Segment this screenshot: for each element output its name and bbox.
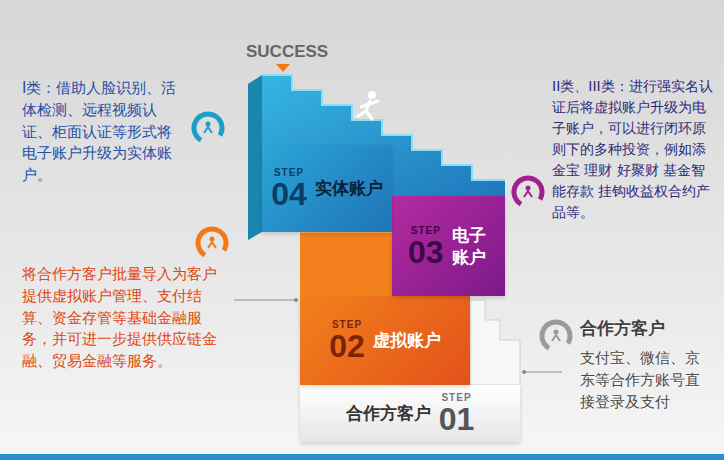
person-body [208, 242, 216, 248]
step-number: 01 [439, 403, 475, 435]
step-tag: STEP [408, 225, 444, 236]
step-number: 03 [408, 236, 444, 269]
callout-text: 将合作方客户批量导入为客户提供虚拟账户管理、支付结算、资金存管等基础金融服务，并… [22, 264, 227, 373]
side-face [248, 75, 262, 240]
step-block: STEP04 实体账户 [262, 145, 392, 232]
person-body [204, 127, 212, 133]
success-label: SUCCESS [246, 42, 328, 62]
runner-figure [358, 91, 378, 119]
ring [193, 224, 231, 262]
step-tag: STEP [271, 167, 307, 178]
step-tag: STEP [329, 319, 365, 330]
callout-text: II类、III类：进行强实名认证后将虚拟账户升级为电子账户，可以进行闭环原则下的… [552, 76, 716, 223]
runner-head [368, 91, 376, 99]
leader-dot [294, 298, 298, 302]
step-number: 04 [271, 178, 307, 210]
person-body [552, 335, 560, 341]
step-title: 虚拟账户 [373, 329, 441, 351]
step-block: STEP03电子 账户 [392, 196, 505, 296]
step-title: 电子 账户 [452, 224, 489, 268]
step-title: 合作方客户 [346, 402, 431, 424]
runner-leg [358, 111, 366, 116]
stair-block [470, 300, 520, 385]
callout-text: I类：借助人脸识别、活体检测、远程视频认证、柜面认证等形式将电子账户升级为实体账… [22, 78, 184, 187]
stair-block [300, 232, 392, 296]
leader-dot [522, 370, 526, 374]
step-title: 实体账户 [315, 177, 383, 199]
step-block: 合作方客户 STEP01 [300, 385, 520, 442]
bottom-bar [0, 454, 724, 460]
leader-line [524, 372, 562, 373]
callout-heading: 合作方客户 [580, 318, 665, 338]
runner-arm [361, 104, 369, 107]
icon-ring [189, 109, 227, 147]
callout-text: 支付宝、微信、京东等合作方账号直接登录及支付 [580, 348, 714, 413]
step-tag: STEP [439, 392, 475, 403]
step-number: 02 [329, 330, 365, 362]
ring [189, 109, 227, 147]
success-arrow [276, 64, 290, 72]
person-body [524, 191, 532, 197]
icon-ring [509, 173, 547, 211]
icon-ring [193, 224, 231, 262]
ring [537, 317, 575, 355]
leader-line [234, 300, 296, 301]
icon-ring [537, 317, 575, 355]
ring [509, 173, 547, 211]
step-block: STEP02 虚拟账户 [300, 296, 470, 385]
